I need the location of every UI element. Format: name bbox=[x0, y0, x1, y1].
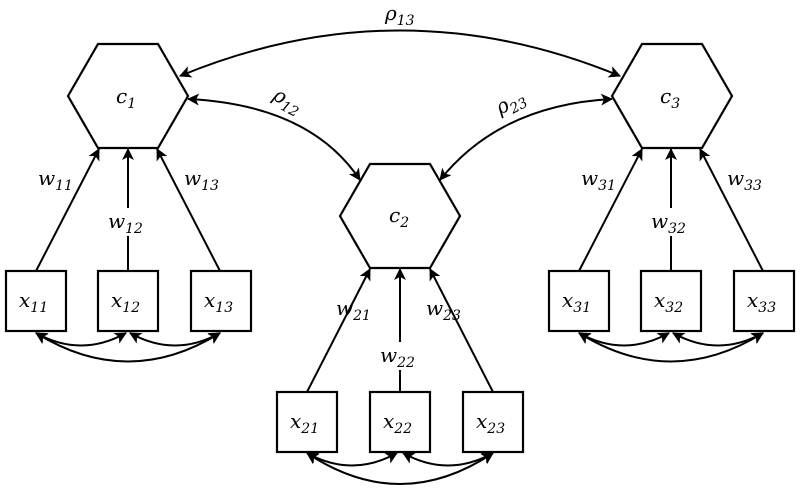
indicator-x13: x13 bbox=[189, 269, 253, 333]
indicator-box bbox=[547, 269, 611, 333]
construct-c1: c1 bbox=[66, 42, 190, 150]
indicator-label: x13 bbox=[204, 288, 233, 316]
indicator-label: x12 bbox=[111, 288, 140, 316]
weight-label-w32: w32 bbox=[651, 209, 686, 237]
weight-label-w21: w21 bbox=[336, 296, 371, 324]
indicator-box bbox=[461, 390, 525, 454]
indicator-x33: x33 bbox=[732, 269, 796, 333]
cov-arc-x32-x33 bbox=[672, 332, 764, 347]
correlation-label-rho13: ρ13 bbox=[384, 1, 415, 29]
weight-label-w31: w31 bbox=[581, 166, 616, 194]
indicator-x23: x23 bbox=[461, 390, 525, 454]
weight-label-w22: w22 bbox=[380, 343, 415, 371]
indicator-x12: x12 bbox=[96, 269, 160, 333]
weight-label-w13: w13 bbox=[184, 166, 219, 194]
indicator-box bbox=[732, 269, 796, 333]
weight-label-w23: w23 bbox=[426, 296, 461, 324]
corr-arc-c1-c2 bbox=[187, 93, 361, 181]
construct-c2: c2 bbox=[338, 162, 462, 270]
weight-arrow-x13-c1 bbox=[156, 148, 221, 272]
weight-arrow-x31-c3 bbox=[578, 148, 643, 272]
cov-arc-x11-x13 bbox=[35, 332, 221, 363]
construct-c3: c3 bbox=[610, 42, 734, 150]
hexagon-shape bbox=[66, 42, 190, 150]
corr-arc-c2-c3 bbox=[439, 93, 613, 181]
hexagon-shape bbox=[610, 42, 734, 150]
construct-label: c3 bbox=[660, 84, 680, 112]
indicator-x31: x31 bbox=[547, 269, 611, 333]
indicator-box bbox=[275, 390, 339, 454]
weight-arrow-x11-c1 bbox=[35, 148, 100, 272]
indicator-box bbox=[189, 269, 253, 333]
indicator-label: x23 bbox=[476, 409, 505, 437]
construct-label: c2 bbox=[389, 203, 409, 231]
indicator-label: x22 bbox=[383, 409, 412, 437]
indicator-label: x32 bbox=[654, 288, 683, 316]
indicator-box bbox=[96, 269, 160, 333]
cov-arc-x21-x22 bbox=[306, 452, 398, 467]
indicator-x22: x22 bbox=[368, 390, 432, 454]
cov-arc-x22-x23 bbox=[402, 452, 494, 467]
weight-arrow-x21-c2 bbox=[306, 268, 371, 393]
weight-label-w12: w12 bbox=[108, 209, 143, 237]
indicator-label: x21 bbox=[290, 409, 319, 437]
cov-arc-x21-x23 bbox=[306, 452, 494, 485]
cov-arc-x31-x33 bbox=[578, 332, 764, 363]
weight-arrow-x33-c3 bbox=[699, 148, 764, 272]
cov-arc-x11-x12 bbox=[35, 332, 127, 347]
weight-label-bg bbox=[649, 208, 693, 236]
hexagon-shape bbox=[338, 162, 462, 270]
indicator-box bbox=[639, 269, 703, 333]
weight-arrow-x23-c2 bbox=[429, 268, 494, 393]
weight-label-bg bbox=[378, 342, 422, 370]
cov-arc-x31-x32 bbox=[578, 332, 670, 347]
weight-label-w11: w11 bbox=[38, 166, 73, 194]
indicator-x11: x11 bbox=[4, 269, 68, 333]
indicator-x21: x21 bbox=[275, 390, 339, 454]
weight-label-w33: w33 bbox=[727, 166, 762, 194]
indicator-box bbox=[4, 269, 68, 333]
weight-label-bg bbox=[106, 208, 150, 236]
cov-arc-x12-x13 bbox=[129, 332, 221, 347]
construct-label: c1 bbox=[116, 84, 136, 112]
indicator-label: x33 bbox=[747, 288, 776, 316]
indicator-label: x31 bbox=[562, 288, 591, 316]
indicator-x32: x32 bbox=[639, 269, 703, 333]
indicator-box bbox=[368, 390, 432, 454]
indicator-label: x11 bbox=[19, 288, 48, 316]
corr-arc-c1-c3 bbox=[179, 29, 621, 78]
